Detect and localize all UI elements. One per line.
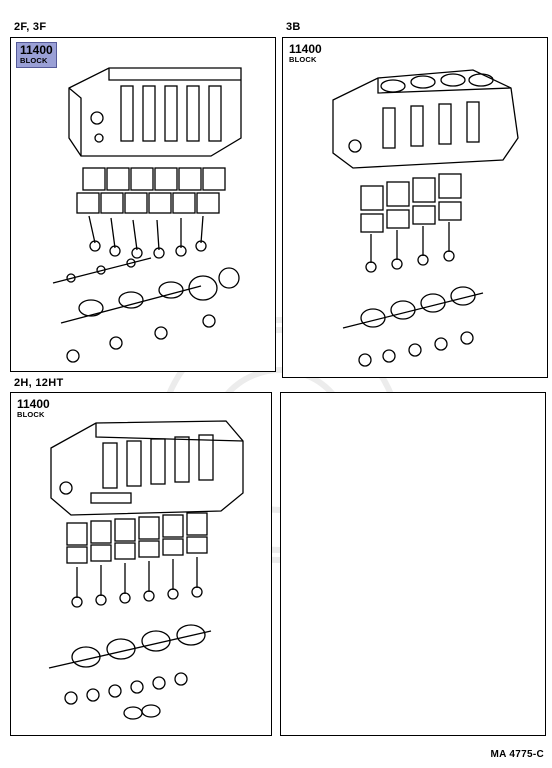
- part-number: 11400: [20, 43, 53, 57]
- engine-label-3b: 3B: [286, 21, 301, 33]
- part-code[interactable]: 11400 BLOCK: [289, 43, 322, 64]
- panel-2h-12ht[interactable]: 11400 BLOCK: [10, 392, 272, 736]
- panel-empty: [280, 392, 546, 736]
- engine-block-drawing-3b: [332, 69, 519, 367]
- engine-label-2h-12ht: 2H, 12HT: [14, 377, 64, 389]
- part-code[interactable]: 11400 BLOCK: [17, 398, 50, 419]
- engine-block-drawing-2f-3f: [52, 67, 242, 363]
- engine-label-2f-3f: 2F, 3F: [14, 21, 47, 33]
- panel-2f-3f[interactable]: 11400 BLOCK: [10, 37, 276, 372]
- part-name: BLOCK: [289, 55, 317, 64]
- engine-block-drawing-2h-12ht: [48, 420, 244, 720]
- part-number: 11400: [289, 42, 322, 56]
- part-number: 11400: [17, 397, 50, 411]
- panel-3b[interactable]: 11400 BLOCK: [282, 37, 548, 378]
- part-name: BLOCK: [20, 56, 48, 65]
- part-name: BLOCK: [17, 410, 45, 419]
- reference-code: MA 4775-C: [490, 749, 544, 760]
- part-code-highlighted[interactable]: 11400 BLOCK: [16, 42, 57, 68]
